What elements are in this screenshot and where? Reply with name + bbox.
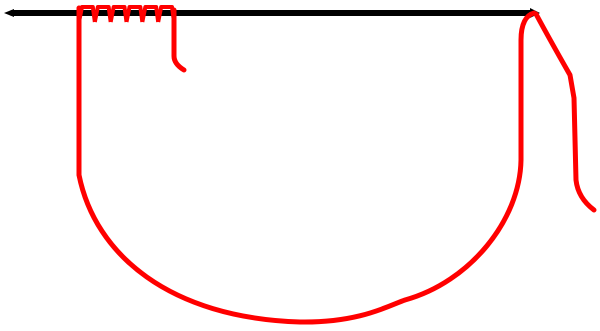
cast-on-stitches: [79, 7, 174, 22]
